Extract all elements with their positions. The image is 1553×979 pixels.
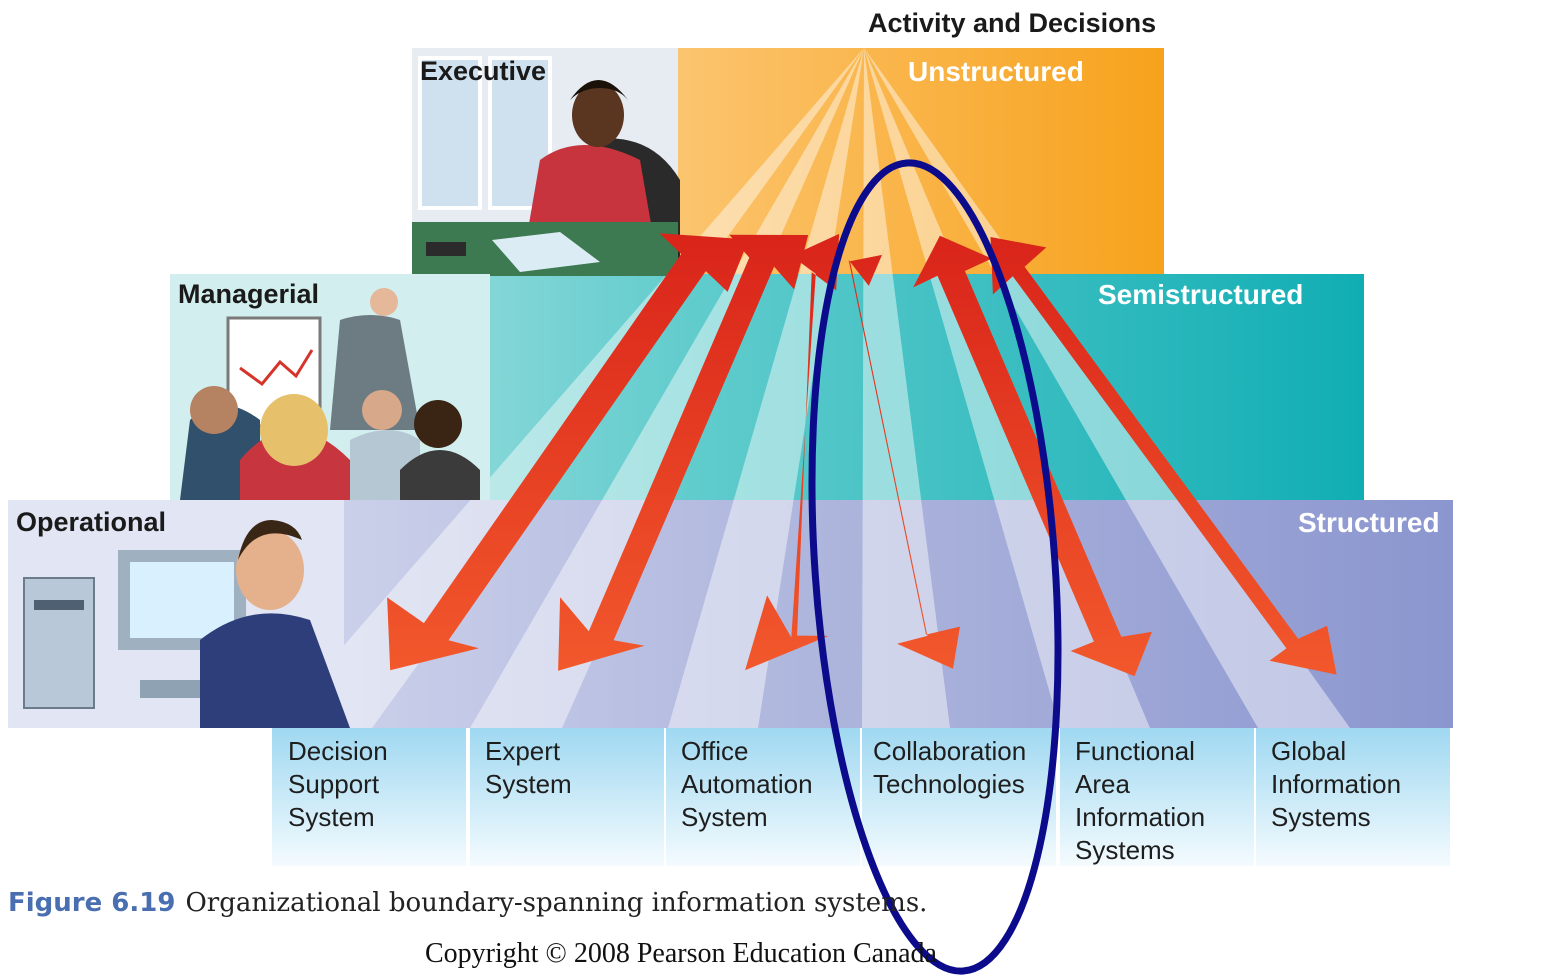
- system-label-line: Systems: [1271, 802, 1371, 832]
- system-collaboration: Collaboration Technologies: [873, 735, 1026, 801]
- system-label-line: System: [288, 802, 375, 832]
- system-functional-area: Functional Area Information Systems: [1075, 735, 1205, 867]
- system-label-line: Automation: [681, 769, 813, 799]
- system-label-line: Decision: [288, 736, 388, 766]
- arrow: [558, 234, 809, 671]
- figure-label: Figure 6.19: [8, 888, 176, 918]
- operational-label: Operational: [16, 507, 167, 537]
- system-label-line: System: [681, 802, 768, 832]
- arrow: [913, 235, 1152, 677]
- computer-worker-illustration: [8, 500, 350, 728]
- system-label-line: Information: [1075, 802, 1206, 832]
- system-box: [470, 728, 664, 866]
- highlight-ellipse: [808, 159, 1062, 975]
- header-title: Activity and Decisions: [868, 8, 1157, 38]
- system-box: [666, 728, 860, 866]
- copyright-notice: Copyright © 2008 Pearson Education Canad…: [425, 938, 937, 969]
- system-expert: Expert System: [485, 735, 572, 801]
- system-boxes: [272, 728, 1450, 866]
- semistructured-label: Semistructured: [1098, 279, 1304, 310]
- executive-label: Executive: [420, 56, 547, 86]
- system-office-automation: Office Automation System: [681, 735, 813, 834]
- system-box: [1256, 728, 1450, 866]
- arrow: [990, 237, 1337, 675]
- system-label-line: Expert: [485, 736, 561, 766]
- system-label-line: Collaboration: [873, 736, 1027, 766]
- system-label-line: Systems: [1075, 835, 1175, 865]
- system-box: [1060, 728, 1254, 866]
- executive-illustration: [412, 48, 680, 276]
- meeting-illustration: [170, 274, 490, 500]
- system-global: Global Information Systems: [1271, 735, 1401, 834]
- system-box: [272, 728, 466, 866]
- managerial-label: Managerial: [178, 279, 320, 309]
- arrow: [387, 233, 749, 671]
- system-label-line: Global: [1271, 736, 1347, 766]
- system-box: [862, 728, 1056, 866]
- system-label-line: Area: [1075, 769, 1130, 799]
- system-decision-support: Decision Support System: [288, 735, 388, 834]
- caption-text: Organizational boundary-spanning informa…: [185, 888, 928, 918]
- unstructured-label: Unstructured: [908, 56, 1084, 87]
- structured-label: Structured: [1298, 507, 1440, 538]
- system-label-line: System: [485, 769, 572, 799]
- system-label-line: Technologies: [873, 769, 1025, 799]
- system-label-line: Functional: [1075, 736, 1195, 766]
- figure-caption: Figure 6.19 Organizational boundary-spann…: [8, 888, 927, 918]
- system-label-line: Office: [681, 736, 749, 766]
- system-label-line: Support: [288, 769, 380, 799]
- system-label-line: Information: [1271, 769, 1402, 799]
